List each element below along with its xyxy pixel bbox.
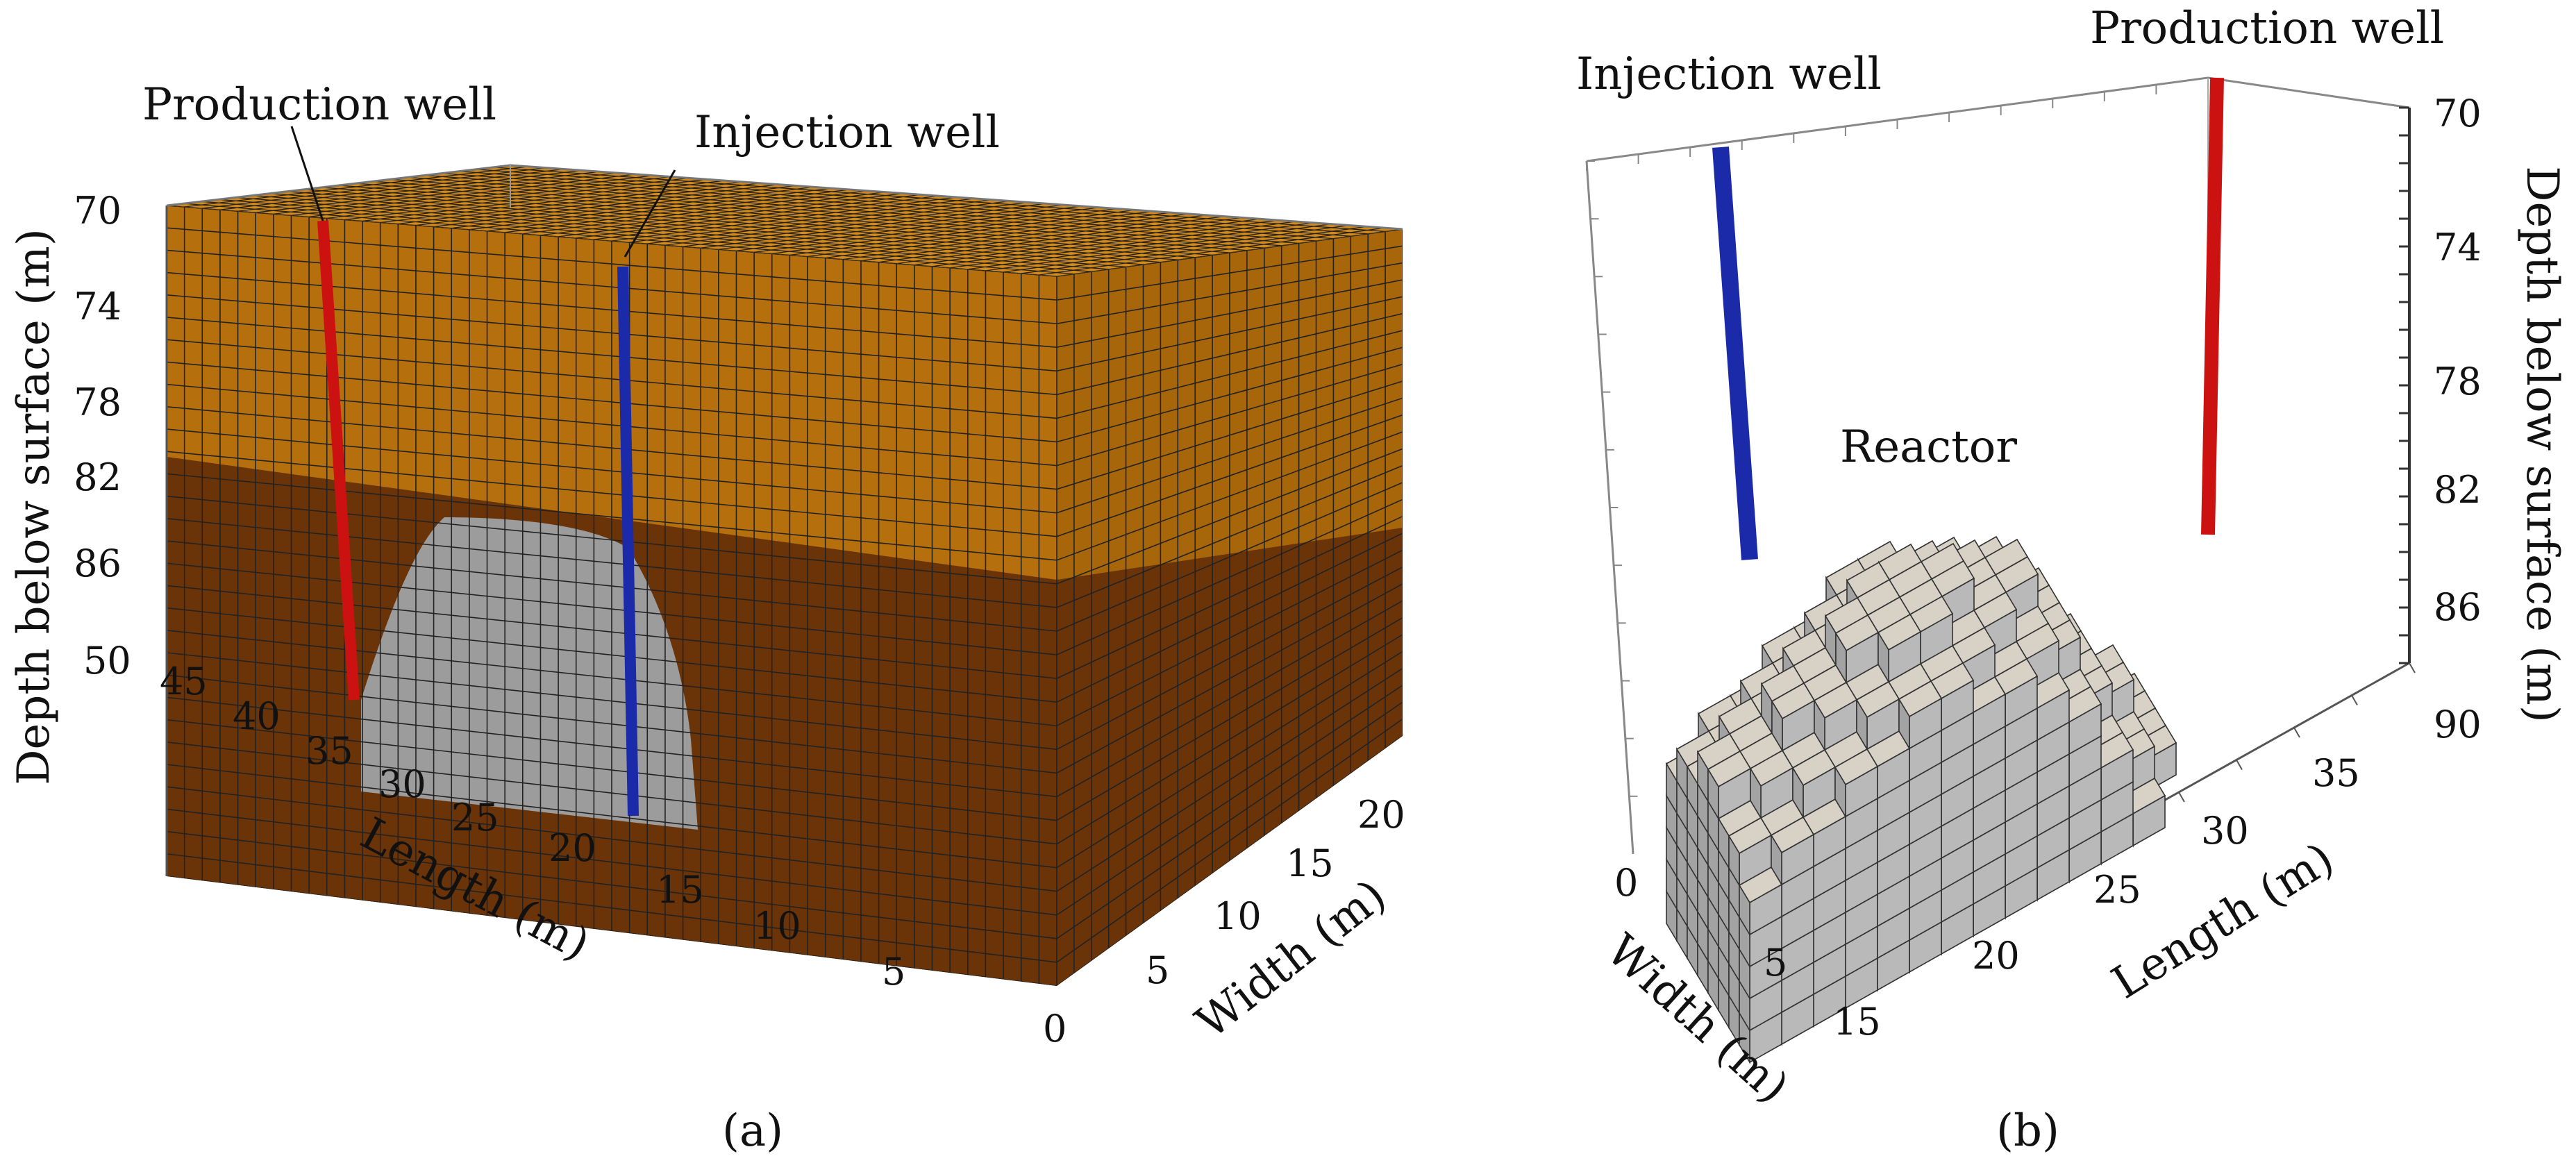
reactor-voxel [1877, 613, 1922, 684]
panel-a-block [165, 126, 1403, 986]
width-tick-b: 0 [1614, 861, 1638, 905]
depth-tick-a: 86 [74, 542, 122, 585]
reactor-voxels [1665, 535, 2177, 1064]
width-tick-a: 0 [1043, 1007, 1067, 1050]
depth-tick-a: 78 [74, 380, 122, 424]
reactor-voxel [1770, 816, 1815, 887]
length-tick-a: 10 [753, 904, 801, 948]
reactor-voxel [1855, 680, 1900, 751]
side-face-grid [1057, 229, 1403, 986]
length-tick-a: 50 [83, 639, 131, 683]
top-face-grid [167, 165, 1403, 276]
injection-well-label-a: Injection well [694, 107, 1000, 158]
reactor-label: Reactor [1840, 421, 2017, 473]
reactor-voxel [1834, 748, 1879, 819]
depth-tick-b: 74 [2434, 226, 2482, 269]
length-tick-a: 30 [378, 762, 426, 806]
width-tick-a: 20 [1357, 793, 1405, 837]
depth-ticks-a: 70 74 78 82 86 [74, 189, 122, 585]
production-well [317, 220, 360, 701]
depth-tick-b: 82 [2434, 468, 2482, 512]
caption-a: (a) [722, 1105, 783, 1157]
block-side-face [1057, 229, 1403, 986]
depth-tick-b: 70 [2434, 92, 2482, 135]
length-axis-title-b: Length (m) [2103, 833, 2343, 1010]
depth-tick-a: 82 [74, 455, 122, 499]
length-tick-a: 20 [549, 826, 596, 870]
depth-axis-title-a: Depth below surface (m) [8, 228, 60, 785]
depth-tick-a: 74 [74, 285, 122, 328]
length-tick-b: 30 [2201, 809, 2249, 853]
depth-ticks-b: 70 74 78 82 86 90 [2434, 92, 2482, 746]
length-tick-a: 15 [656, 868, 704, 912]
depth-axis-title-b: Depth below surface (m) [2516, 166, 2568, 723]
width-ticks-a: 0 5 10 15 20 [1043, 793, 1405, 1050]
injection-well [1712, 146, 1758, 560]
length-ticks-a: 50 45 40 35 30 25 20 15 10 5 [83, 639, 905, 994]
length-tick-b: 35 [2312, 751, 2360, 795]
reactor-voxel [1813, 681, 1858, 752]
width-tick-a: 5 [1146, 948, 1169, 992]
depth-tick-a: 70 [74, 189, 122, 233]
production-well-label-b: Production well [2090, 3, 2444, 54]
block-front-face [167, 206, 1057, 986]
reactor-voxel [1749, 749, 1794, 820]
width-ticks-b: 0 5 15 [1614, 861, 1881, 1044]
length-tick-b: 20 [1972, 934, 2020, 978]
reactor-voxel [1898, 680, 1943, 751]
reactor-voxel [1728, 817, 1773, 887]
length-tick-a: 25 [451, 796, 499, 839]
length-tick-a: 40 [233, 694, 281, 738]
length-ticks-b: 20 25 30 35 [1972, 751, 2360, 978]
length-tick-a: 45 [160, 660, 208, 703]
depth-tick-b: 78 [2434, 360, 2482, 403]
injection-well [617, 266, 639, 817]
production-well [2201, 77, 2224, 535]
length-tick-a: 5 [882, 950, 905, 994]
width-tick-a: 15 [1286, 842, 1334, 885]
length-tick-a: 35 [306, 729, 353, 773]
depth-tick-b: 90 [2434, 703, 2482, 746]
caption-b: (b) [1996, 1105, 2059, 1157]
depth-tick-b: 86 [2434, 585, 2482, 629]
length-tick-b: 25 [2093, 868, 2141, 912]
reactor-voxel [1738, 866, 1783, 937]
width-tick-b: 15 [1833, 1000, 1881, 1044]
reactor-voxel [1791, 748, 1837, 819]
injection-well-label-b: Injection well [1576, 49, 1882, 100]
width-tick-b: 5 [1764, 941, 1787, 985]
width-tick-a: 10 [1214, 894, 1262, 938]
production-well-label-a: Production well [142, 79, 496, 131]
